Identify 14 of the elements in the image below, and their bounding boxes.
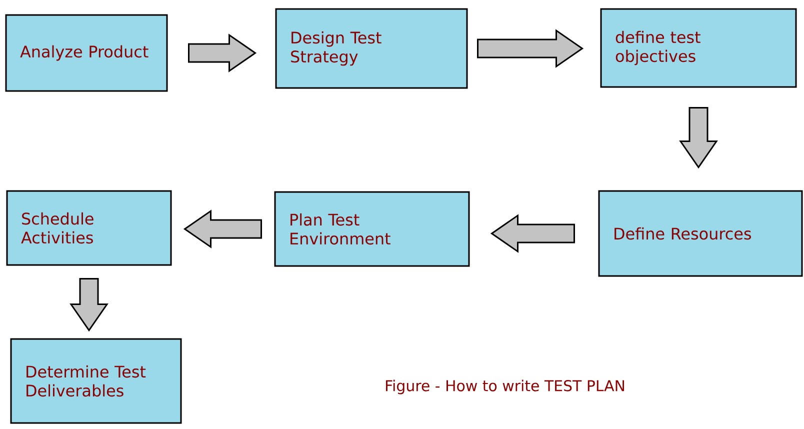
block-arrow <box>490 214 575 253</box>
block-arrow <box>183 210 262 248</box>
process-box: Design Test Strategy <box>275 8 468 89</box>
process-box: Define Resources <box>598 190 803 277</box>
block-arrow <box>70 278 108 332</box>
process-box: define test objectives <box>600 8 797 88</box>
block-arrow <box>477 29 584 68</box>
process-box: Determine Test Deliverables <box>10 338 182 424</box>
process-box: Schedule Activities <box>6 190 172 266</box>
block-arrow <box>679 107 718 169</box>
process-box: Plan Test Environment <box>274 191 470 267</box>
caption: Figure - How to write TEST PLAN <box>386 380 624 394</box>
block-arrow <box>188 34 257 72</box>
process-box: Analyze Product <box>5 14 168 92</box>
